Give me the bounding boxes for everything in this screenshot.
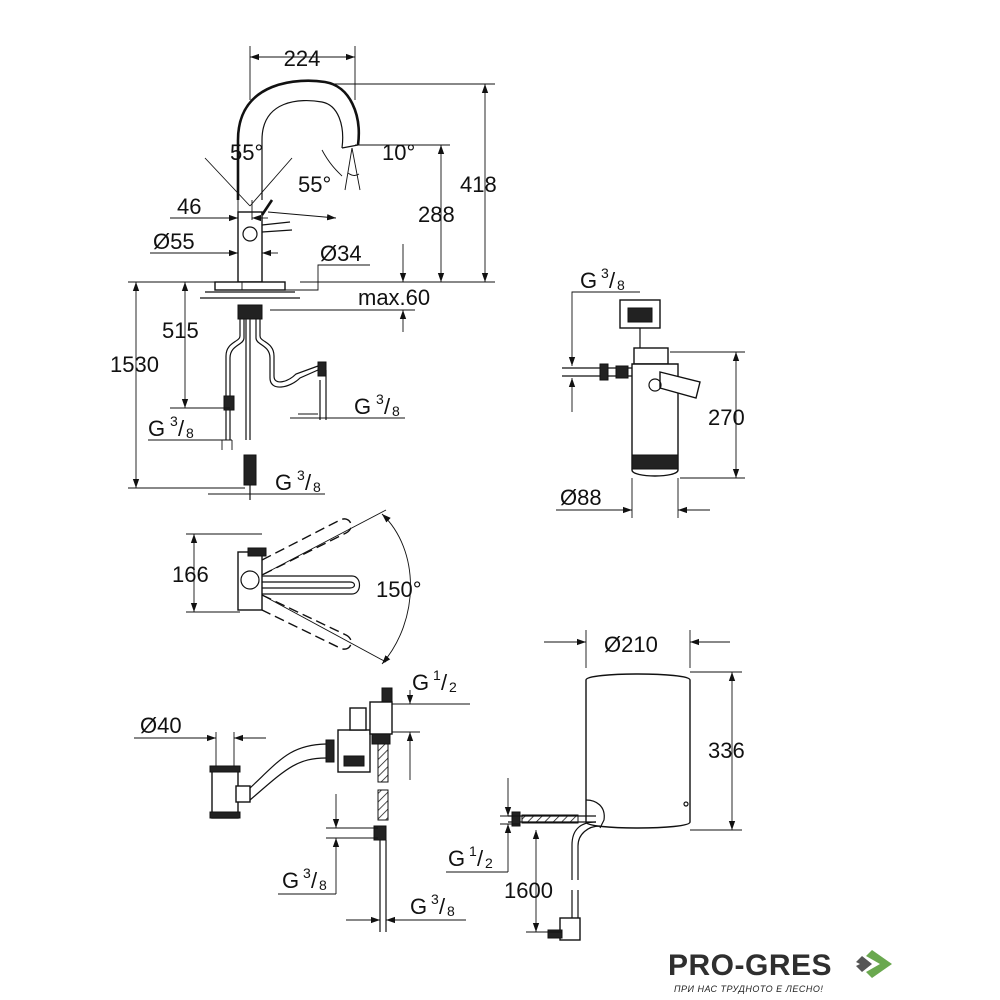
dim-336: 336 xyxy=(708,738,745,763)
filter-unit: G 3 / 8 270 Ø88 xyxy=(556,265,745,518)
dia-88: Ø88 xyxy=(560,485,602,510)
angle-10: 10° xyxy=(382,140,415,165)
filter-head xyxy=(633,347,669,365)
svg-text:8: 8 xyxy=(186,425,194,441)
valve-assembly: Ø40 G 1 / 2 G xyxy=(134,667,470,932)
svg-text:G: G xyxy=(282,868,299,893)
flex-hose xyxy=(249,743,327,789)
dim-515: 515 xyxy=(162,318,199,343)
left-hose-fitting xyxy=(223,395,235,411)
faucet-top-view: 150° 166 xyxy=(172,509,422,665)
logo-brand: PRO-GRES xyxy=(668,949,832,982)
angle-55-side: 55° xyxy=(298,172,331,197)
dim-166: 166 xyxy=(172,562,209,587)
dim-1530: 1530 xyxy=(110,352,159,377)
svg-text:2: 2 xyxy=(485,855,493,871)
svg-text:/: / xyxy=(609,268,616,293)
svg-text:8: 8 xyxy=(392,403,400,419)
right-hose-fitting xyxy=(317,361,327,377)
swing-position-lower xyxy=(261,594,352,650)
mounting-nut xyxy=(237,304,263,320)
thread-g38-valve-left: G 3 / 8 xyxy=(282,865,327,893)
svg-text:3: 3 xyxy=(303,865,311,881)
logo-tagline: ПРИ НАС ТРУДНОТО Е ЛЕСНО! xyxy=(674,984,823,994)
braided-hose-lower xyxy=(377,789,389,821)
svg-text:2: 2 xyxy=(449,679,457,695)
faucet-body xyxy=(237,211,263,283)
svg-text:/: / xyxy=(305,470,312,495)
thread-g12-boiler: G 1 / 2 xyxy=(448,843,493,871)
filter-cartridge xyxy=(631,363,679,477)
inlet-braided-hose xyxy=(521,814,579,824)
power-cable xyxy=(571,821,597,880)
boiler-unit: Ø210 336 G 1 / 2 1600 xyxy=(446,630,745,941)
dim-46: 46 xyxy=(177,194,201,219)
svg-text:G: G xyxy=(412,670,429,695)
svg-text:/: / xyxy=(311,868,318,893)
angle-150: 150° xyxy=(376,577,422,602)
spout-outline-outer xyxy=(236,79,361,200)
hose-right xyxy=(255,319,319,388)
svg-text:3: 3 xyxy=(376,391,384,407)
svg-text:/: / xyxy=(439,894,446,919)
svg-text:8: 8 xyxy=(617,277,625,293)
spout-tip xyxy=(341,144,359,149)
thread-g12-valve: G 1 / 2 xyxy=(412,667,457,695)
lever-knob xyxy=(242,226,258,242)
pipe-tee xyxy=(211,767,239,819)
lever-handle xyxy=(260,199,274,216)
svg-text:G: G xyxy=(148,416,165,441)
dim-224: 224 xyxy=(284,46,321,71)
swing-position-upper xyxy=(261,518,352,576)
svg-text:/: / xyxy=(384,394,391,419)
spout-outline-inner xyxy=(261,100,344,200)
dim-1600: 1600 xyxy=(504,878,553,903)
thread-g38-valve-right: G 3 / 8 xyxy=(410,891,455,919)
dia-55: Ø55 xyxy=(153,229,195,254)
svg-text:3: 3 xyxy=(601,265,609,281)
dia-40: Ø40 xyxy=(140,713,182,738)
top-view-spout xyxy=(262,575,361,595)
faucet-front-view: 224 418 288 10° 55° 55° 46 Ø55 Ø34 xyxy=(110,46,497,500)
boiler-tank xyxy=(585,673,691,829)
svg-text:G: G xyxy=(354,394,371,419)
svg-text:8: 8 xyxy=(447,903,455,919)
svg-text:/: / xyxy=(441,670,448,695)
pro-gres-logo: PRO-GRES ПРИ НАС ТРУДНОТО Е ЛЕСНО! xyxy=(668,949,892,994)
svg-text:G: G xyxy=(448,846,465,871)
faucet-base-plate xyxy=(214,281,286,291)
thread-g38-bottom: G 3 / 8 xyxy=(275,467,321,495)
dia-210: Ø210 xyxy=(604,632,658,657)
svg-text:G: G xyxy=(275,470,292,495)
svg-text:1: 1 xyxy=(433,667,441,683)
svg-text:/: / xyxy=(178,416,185,441)
svg-text:8: 8 xyxy=(319,877,327,893)
dia-34: Ø34 xyxy=(320,241,362,266)
svg-text:3: 3 xyxy=(170,413,178,429)
svg-text:3: 3 xyxy=(297,467,305,483)
dim-270: 270 xyxy=(708,405,745,430)
svg-text:G: G xyxy=(410,894,427,919)
power-plug xyxy=(559,917,581,941)
bottom-fitting xyxy=(243,454,257,486)
logo-diamond-icon xyxy=(856,950,892,978)
max-60: max.60 xyxy=(358,285,430,310)
thread-g38-filter: G 3 / 8 xyxy=(580,265,625,293)
hose-left xyxy=(229,319,245,440)
braided-hose-upper xyxy=(377,743,389,783)
svg-text:/: / xyxy=(477,846,484,871)
svg-text:3: 3 xyxy=(431,891,439,907)
svg-text:8: 8 xyxy=(313,479,321,495)
svg-text:G: G xyxy=(580,268,597,293)
thread-g38-right: G 3 / 8 xyxy=(354,391,400,419)
dim-418: 418 xyxy=(460,172,497,197)
angle-55-top: 55° xyxy=(230,140,263,165)
thread-g38-left: G 3 / 8 xyxy=(148,413,194,441)
svg-text:1: 1 xyxy=(469,843,477,859)
dim-288: 288 xyxy=(418,202,455,227)
